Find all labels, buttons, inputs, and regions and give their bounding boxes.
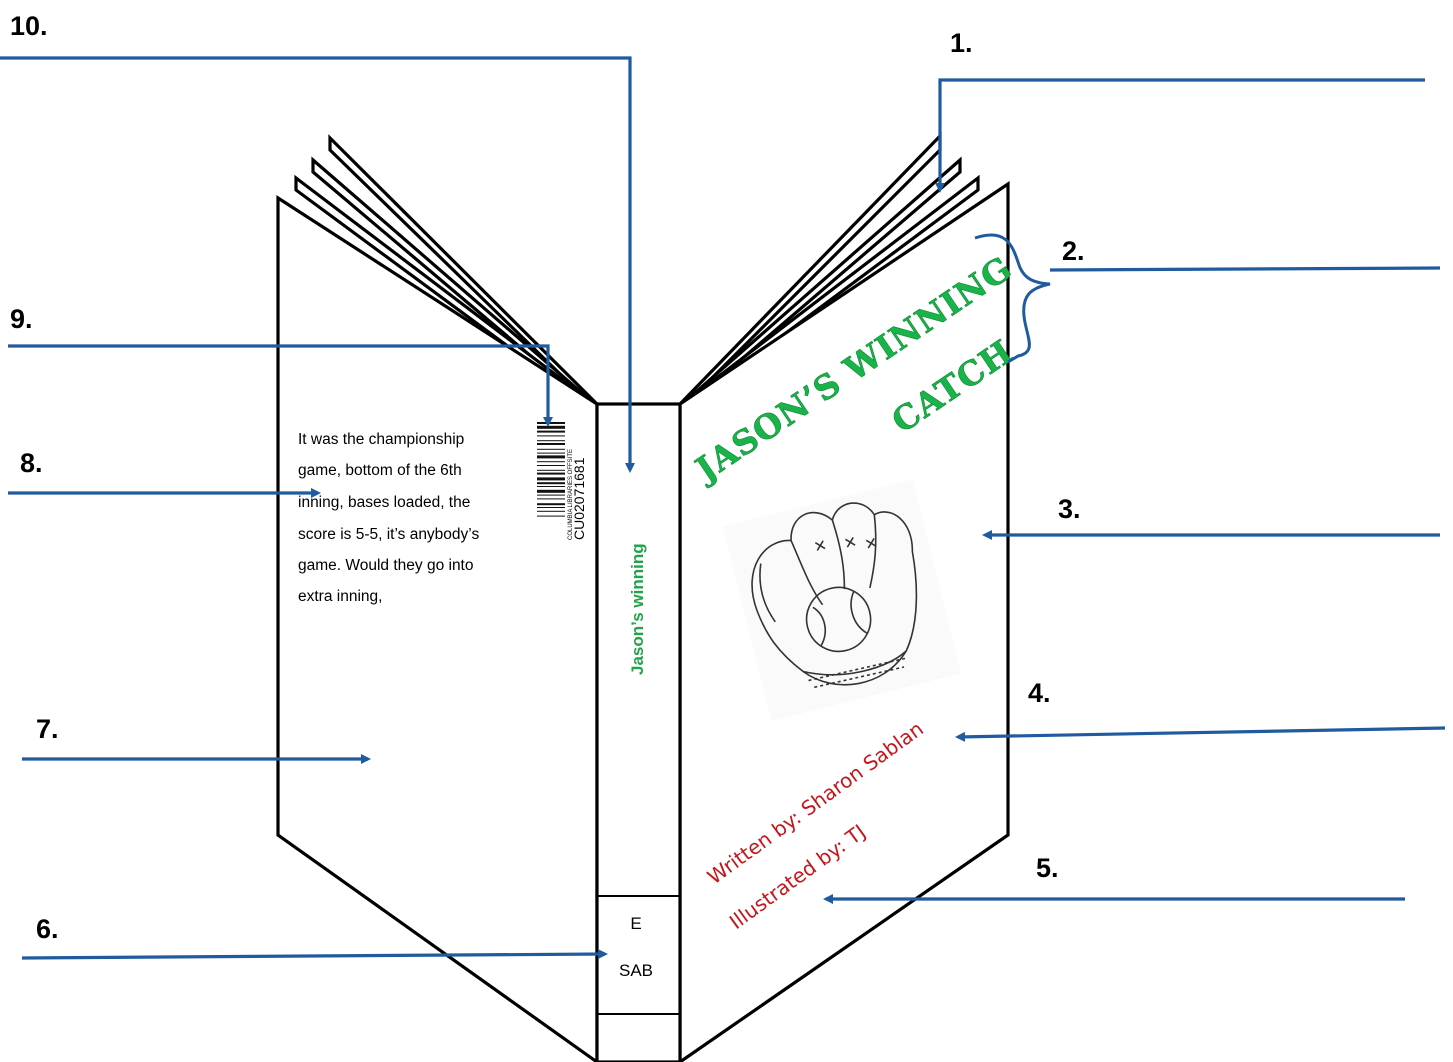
barcode-bar [537, 422, 565, 424]
blurb-line-4: score is 5-5, it’s anybody’s [298, 526, 479, 543]
barcode-bar [537, 431, 565, 433]
barcode-bar [537, 435, 565, 436]
callout-2-label: 2. [1062, 236, 1085, 266]
blurb-line-1: It was the championship [298, 431, 464, 448]
barcode-bar [537, 516, 565, 517]
barcode-bar [537, 465, 565, 466]
barcode-bar [537, 455, 565, 458]
barcode-bar [537, 507, 565, 508]
blurb-line-3: inning, bases loaded, the [298, 494, 470, 511]
spine-title: Jason’s winning [628, 543, 647, 675]
barcode-number: CU02071681 [571, 457, 587, 540]
callout-6-label: 6. [36, 914, 59, 944]
barcode-bar [537, 477, 565, 480]
callout-4-arrow [958, 728, 1445, 737]
blurb-line-2: game, bottom of the 6th [298, 462, 462, 479]
barcode-bar [537, 440, 565, 441]
callout-7-label: 7. [36, 714, 59, 744]
barcode-bar [537, 443, 565, 445]
callout-2-line [1050, 268, 1440, 270]
barcode-bar [537, 503, 565, 505]
blurb-line-5: game. Would they go into [298, 557, 474, 574]
blurb-line-6: extra inning, [298, 588, 382, 605]
callout-9-label: 9. [10, 304, 33, 334]
barcode-bar [537, 473, 565, 475]
barcode-bar [537, 495, 565, 496]
call-number-line-2: SAB [619, 961, 653, 980]
callout-3-label: 3. [1058, 494, 1081, 524]
callout-1-label: 1. [950, 28, 973, 58]
callout-5-label: 5. [1036, 853, 1059, 883]
barcode-bar [537, 511, 565, 512]
barcode-bar [537, 453, 565, 454]
barcode-bar [537, 486, 565, 487]
barcode-bar [537, 426, 565, 429]
barcode-bar [537, 490, 565, 493]
callout-8-label: 8. [20, 448, 43, 478]
call-number-line-1: E [630, 914, 641, 933]
barcode-bar [537, 461, 565, 462]
barcode-bar [537, 498, 565, 499]
back-cover [278, 198, 597, 1062]
callout-10-label: 10. [10, 11, 48, 41]
callout-1-arrow [940, 80, 1425, 190]
barcode-bar [537, 449, 565, 450]
barcode-bar [537, 482, 565, 484]
barcode-bar [537, 470, 565, 471]
callout-4-label: 4. [1028, 678, 1051, 708]
